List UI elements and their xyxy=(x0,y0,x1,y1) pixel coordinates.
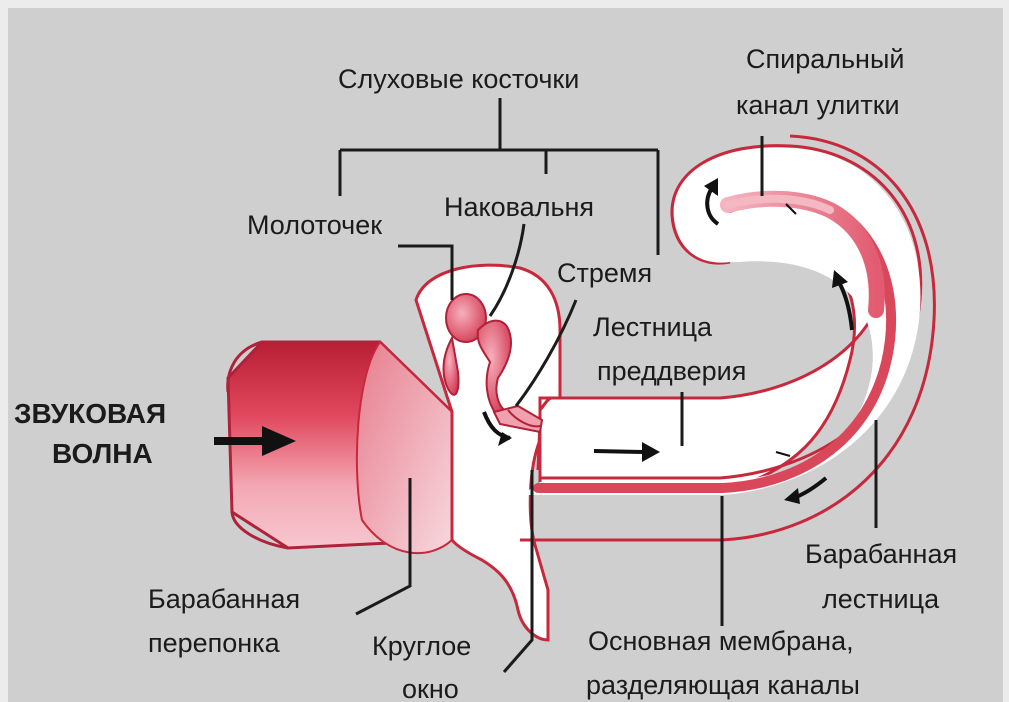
label-anvil: Наковальня xyxy=(444,192,594,222)
flow-arrow-icon xyxy=(784,488,800,504)
label-sound-1: ЗВУКОВАЯ xyxy=(14,398,166,429)
label-sound-2: ВОЛНА xyxy=(52,438,153,469)
label-ossicles: Слуховые косточки xyxy=(338,64,579,94)
label-hammer: Молоточек xyxy=(247,210,382,240)
label-vestibuli-1: Лестница xyxy=(593,312,713,342)
label-tympani-2: лестница xyxy=(822,584,940,614)
label-round-2: окно xyxy=(402,674,459,702)
flow-arrow-icon xyxy=(594,451,644,452)
ossicles-bracket xyxy=(340,98,658,255)
label-spiral-1: Спиральный xyxy=(746,44,904,74)
eardrum xyxy=(357,342,452,553)
label-round-1: Круглое xyxy=(372,631,471,661)
label-spiral-2: канал улитки xyxy=(736,90,900,120)
label-stirrup: Стремя xyxy=(557,258,652,288)
label-vestibuli-2: преддверия xyxy=(597,356,746,386)
label-eardrum-2: перепонка xyxy=(148,628,281,658)
label-basilar-2: разделяющая каналы xyxy=(586,670,860,700)
label-eardrum-1: Барабанная xyxy=(148,584,300,614)
label-tympani-1: Барабанная xyxy=(805,539,957,569)
label-basilar-1: Основная мембрана, xyxy=(588,626,854,656)
